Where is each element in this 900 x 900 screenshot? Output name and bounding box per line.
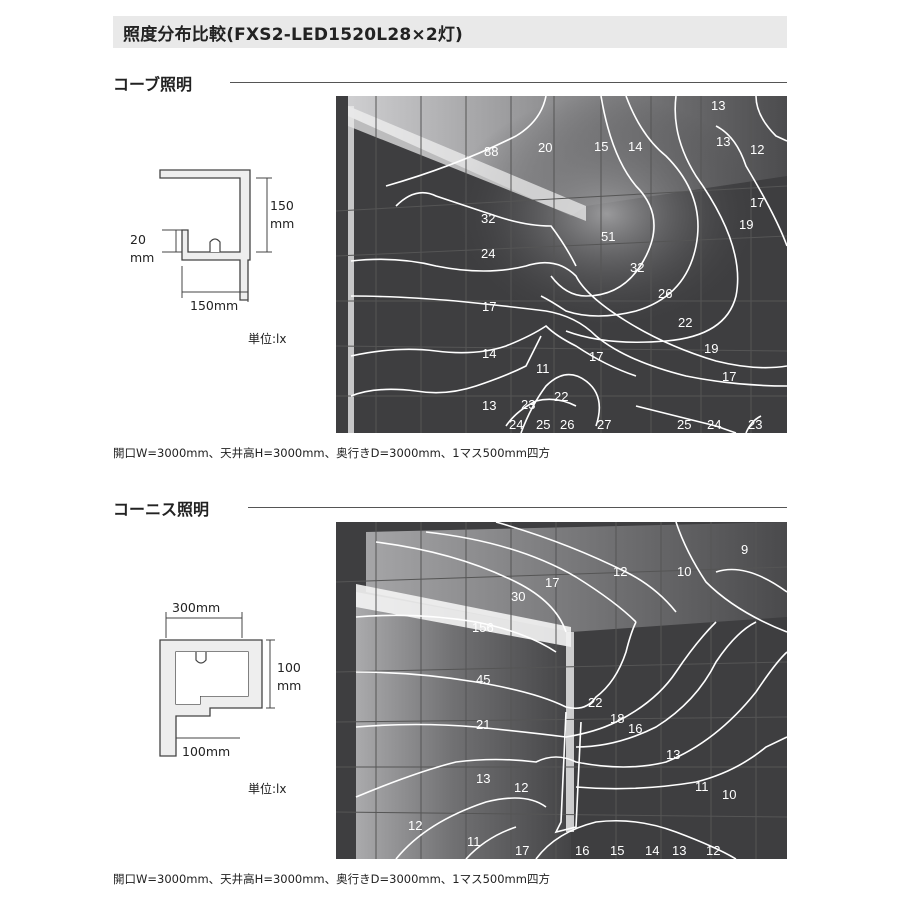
cornice-dim-width: 300mm — [172, 600, 220, 615]
cove-value-label: 32 — [481, 211, 495, 226]
cornice-profile-diagram: 300mm 100 mm 100mm — [140, 598, 330, 768]
section-divider — [248, 507, 787, 508]
cornice-value-label: 11 — [467, 834, 481, 849]
cornice-dim-height: 100 — [277, 660, 301, 675]
cornice-value-label: 12 — [706, 843, 720, 858]
cornice-value-label: 11 — [695, 779, 709, 794]
cove-value-label: 27 — [597, 417, 611, 432]
cove-value-label: 88 — [484, 144, 498, 159]
cornice-value-label: 17 — [515, 843, 529, 858]
cove-value-label: 32 — [630, 260, 644, 275]
cove-value-label: 15 — [594, 139, 608, 154]
cornice-dim-bottom: 100mm — [182, 744, 230, 759]
cove-profile-diagram: 150 mm 20 mm 150mm — [120, 160, 320, 320]
cornice-value-label: 10 — [722, 787, 736, 802]
cornice-value-label: 18 — [610, 711, 624, 726]
cove-value-label: 26 — [658, 286, 672, 301]
cornice-value-label: 16 — [628, 721, 642, 736]
cove-value-label: 17 — [589, 349, 603, 364]
cove-dim-lip: 20 — [130, 232, 146, 247]
cornice-caption: 開口W=3000mm、天井高H=3000mm、奥行きD=3000mm、1マス50… — [113, 872, 550, 886]
cove-value-label: 14 — [628, 139, 642, 154]
cornice-contour-labels: 9 17 12 10 30 156 45 22 18 16 21 13 13 1… — [408, 542, 748, 858]
cornice-value-label: 12 — [613, 564, 627, 579]
cove-caption: 開口W=3000mm、天井高H=3000mm、奥行きD=3000mm、1マス50… — [113, 446, 550, 460]
cornice-value-label: 15 — [610, 843, 624, 858]
cornice-value-label: 14 — [645, 843, 659, 858]
cornice-value-label: 13 — [476, 771, 490, 786]
cove-value-label: 19 — [704, 341, 718, 356]
cornice-value-label: 21 — [476, 717, 490, 732]
cornice-value-label: 30 — [511, 589, 525, 604]
cove-value-label: 12 — [750, 142, 764, 157]
cove-value-label: 25 — [677, 417, 691, 432]
cove-value-label: 23 — [748, 417, 762, 432]
cornice-value-label: 9 — [741, 542, 748, 557]
cove-value-label: 17 — [750, 195, 764, 210]
cove-value-label: 13 — [482, 398, 496, 413]
cornice-value-label: 17 — [545, 575, 559, 590]
cornice-value-label: 12 — [514, 780, 528, 795]
cove-value-label: 24 — [481, 246, 495, 261]
cove-value-label: 51 — [601, 229, 615, 244]
cove-value-label: 19 — [739, 217, 753, 232]
cornice-value-label: 22 — [588, 695, 602, 710]
cove-value-label: 22 — [554, 389, 568, 404]
title-bar: 照度分布比較(FXS2-LED1520L28×2灯) — [113, 16, 787, 48]
cornice-value-label: 156 — [472, 620, 494, 635]
section-divider — [230, 82, 787, 83]
cove-value-label: 25 — [536, 417, 550, 432]
cove-value-label: 24 — [509, 417, 523, 432]
cornice-value-label: 13 — [672, 843, 686, 858]
cove-dim-lip-unit: mm — [130, 250, 154, 265]
cove-contour-labels: 13 88 20 15 14 13 12 17 19 32 51 24 32 2… — [481, 98, 764, 432]
cornice-value-label: 10 — [677, 564, 691, 579]
cove-value-label: 13 — [716, 134, 730, 149]
cove-unit-label: 単位:lx — [248, 332, 287, 346]
cove-value-label: 17 — [482, 299, 496, 314]
cove-dim-height: 150 — [270, 198, 294, 213]
cornice-illuminance-render: 9 17 12 10 30 156 45 22 18 16 21 13 13 1… — [336, 522, 787, 859]
cove-value-label: 11 — [536, 361, 550, 376]
cornice-unit-label: 単位:lx — [248, 782, 287, 796]
cornice-value-label: 45 — [476, 672, 490, 687]
cove-value-label: 24 — [707, 417, 721, 432]
section-heading-cove: コーブ照明 — [113, 75, 193, 94]
section-heading-cornice: コーニス照明 — [113, 500, 210, 519]
cove-value-label: 20 — [538, 140, 552, 155]
page-title: 照度分布比較(FXS2-LED1520L28×2灯) — [123, 25, 464, 45]
cornice-value-label: 16 — [575, 843, 589, 858]
cove-value-label: 13 — [711, 98, 725, 113]
cove-illuminance-render: 13 88 20 15 14 13 12 17 19 32 51 24 32 2… — [336, 96, 787, 433]
cornice-value-label: 12 — [408, 818, 422, 833]
cornice-value-label: 13 — [666, 747, 680, 762]
cove-dim-height-unit: mm — [270, 216, 294, 231]
cove-value-label: 17 — [722, 369, 736, 384]
cove-dim-width: 150mm — [190, 298, 238, 313]
cove-value-label: 26 — [560, 417, 574, 432]
cornice-dim-height-unit: mm — [277, 678, 301, 693]
cove-value-label: 14 — [482, 346, 496, 361]
cove-value-label: 23 — [521, 397, 535, 412]
cove-value-label: 22 — [678, 315, 692, 330]
